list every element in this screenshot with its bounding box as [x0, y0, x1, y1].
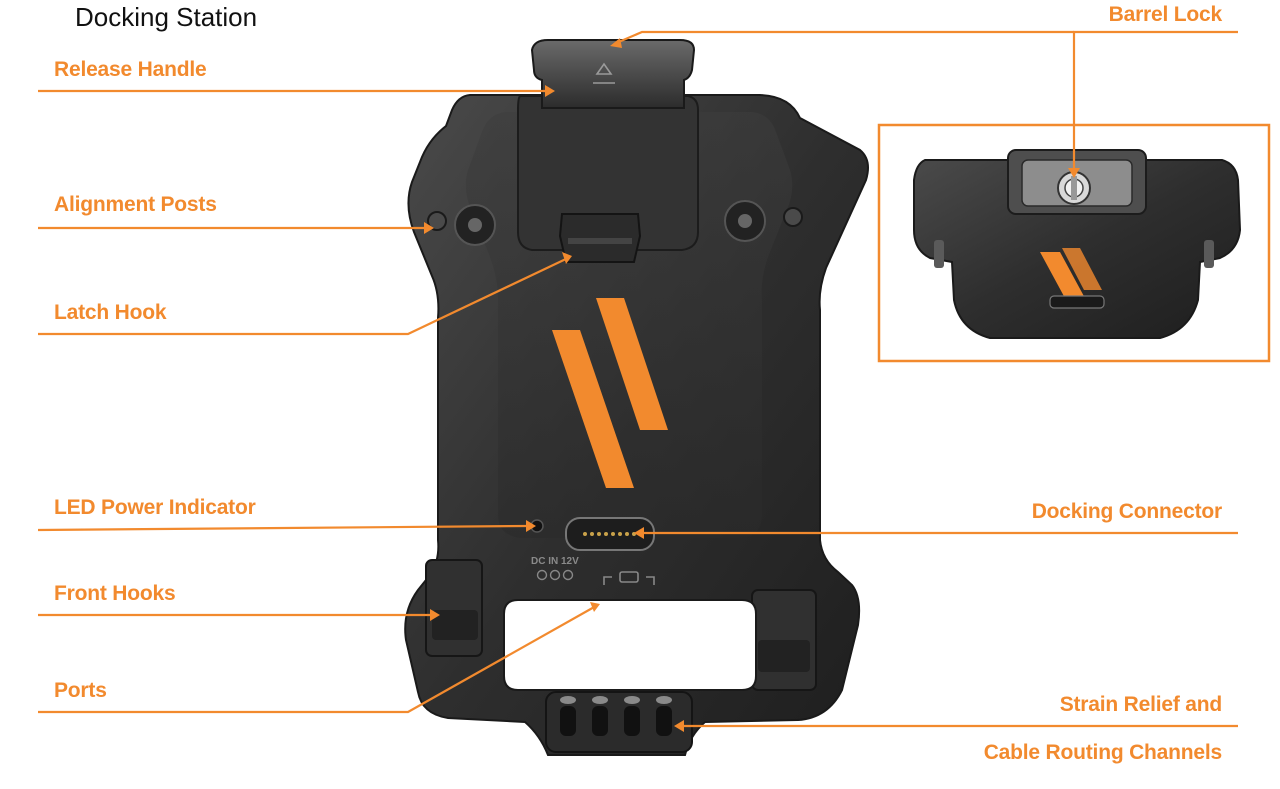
docking-connector — [565, 517, 655, 551]
docking-station-body — [404, 39, 869, 756]
label-release-handle: Release Handle — [54, 58, 207, 81]
release-handle-tab — [530, 39, 696, 109]
alignment-post-right — [724, 200, 803, 242]
label-docking-connector: Docking Connector — [1031, 500, 1222, 523]
barrel-lock-key — [1057, 171, 1091, 205]
label-latch-hook: Latch Hook — [54, 301, 167, 324]
label-led-power-indicator: LED Power Indicator — [54, 496, 256, 519]
leader-led-indicator — [37, 524, 527, 532]
alignment-post-left — [427, 204, 496, 246]
label-strain-relief-line2: Cable Routing Channels — [983, 741, 1222, 764]
callout-lines — [37, 30, 1238, 728]
eject-icon — [593, 62, 615, 84]
leader-latch-hook — [38, 257, 569, 336]
leader-barrel-lock-top — [613, 30, 1074, 46]
label-ports: Ports — [54, 679, 107, 702]
logo-stripe-left — [552, 330, 634, 488]
front-hook-left — [425, 559, 483, 657]
handle-cutout — [503, 599, 757, 691]
barrel-lock-inset — [877, 123, 1271, 363]
release-handle-plate — [517, 95, 699, 251]
logo-stripe-right — [596, 298, 668, 430]
page-title: Docking Station — [75, 2, 258, 32]
label-front-hooks: Front Hooks — [54, 582, 176, 605]
label-strain-relief-line1: Strain Relief and — [1059, 693, 1223, 716]
front-hook-right — [751, 589, 817, 691]
usb-icon — [603, 571, 655, 585]
label-alignment-posts: Alignment Posts — [54, 193, 217, 216]
dc-in-symbols — [536, 569, 574, 581]
strain-relief-channels — [545, 691, 693, 753]
label-barrel-lock: Barrel Lock — [1108, 3, 1223, 26]
arrowheads — [424, 38, 1080, 732]
dc-in-label: DC IN 12V — [531, 556, 579, 567]
leader-ports — [38, 605, 597, 714]
